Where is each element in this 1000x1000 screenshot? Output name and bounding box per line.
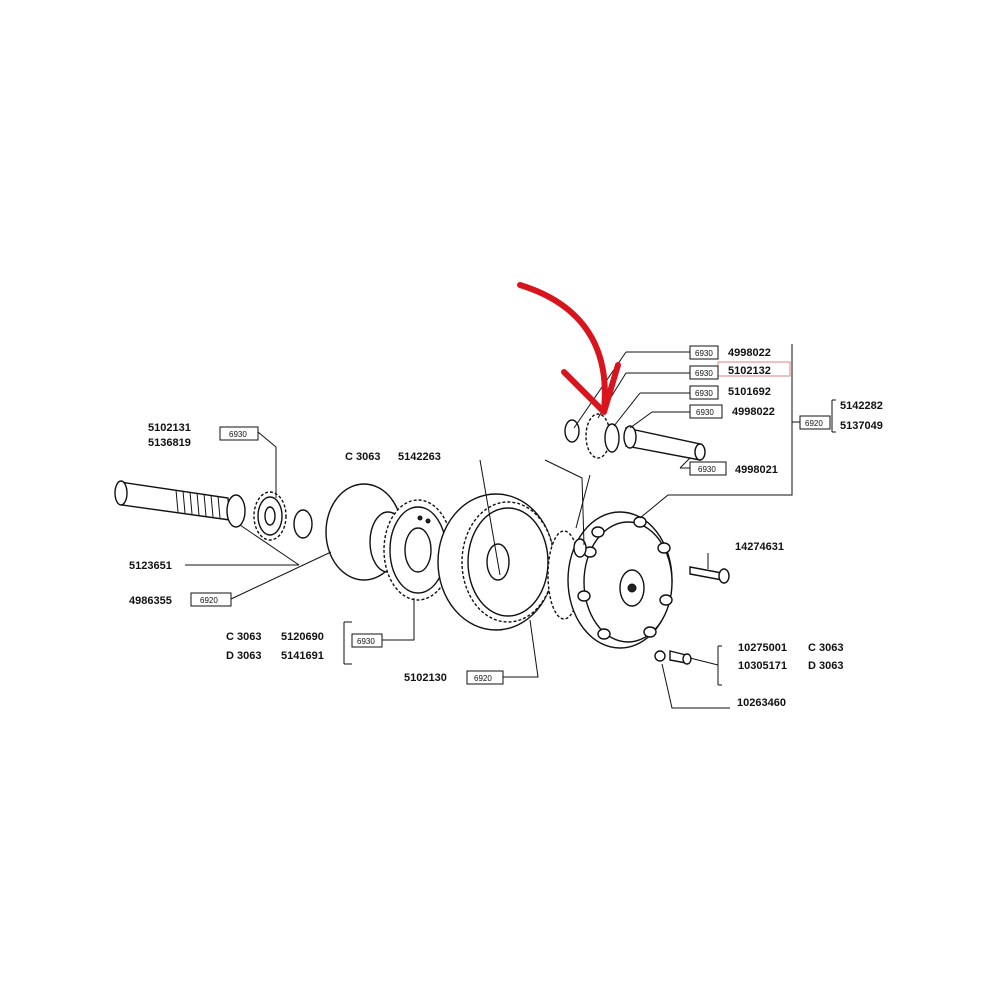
svg-text:6920: 6920 [200,596,218,605]
code-box-6: 6930 [689,365,719,380]
code-box-4: 6920 [466,670,504,685]
svg-text:6930: 6930 [695,349,713,358]
code-box-1: 6930 [219,426,259,441]
code-box-7: 6930 [689,385,719,400]
label-d3063-right: D 3063 [808,660,843,672]
svg-text:6920: 6920 [474,674,492,683]
highlight-arrow [517,282,621,415]
code-box-3: 6930 [351,633,383,648]
screw-and-washer [654,650,692,665]
svg-text:6920: 6920 [805,419,823,428]
label-5136819: 5136819 [148,437,191,449]
label-5141691: 5141691 [281,650,324,662]
code-box-2: 6920 [190,592,232,607]
label-5142263: 5142263 [398,451,441,463]
splined-shaft [114,480,231,521]
svg-text:6930: 6930 [229,430,247,439]
small-gear [253,491,287,541]
label-4998022-a: 4998022 [728,347,771,359]
svg-text:6930: 6930 [357,637,375,646]
svg-text:6930: 6930 [695,389,713,398]
planet-carrier-hub [547,511,673,649]
label-5101692: 5101692 [728,386,771,398]
label-4986355: 4986355 [129,595,172,607]
label-10263460: 10263460 [737,697,786,709]
label-d3063-mid: D 3063 [226,650,261,662]
label-5102131: 5102131 [148,422,191,434]
svg-text:6930: 6930 [698,465,716,474]
label-5102132: 5102132 [728,365,771,377]
label-c3063-top: C 3063 [345,451,380,463]
label-5123651: 5123651 [129,560,172,572]
label-5120690: 5120690 [281,631,324,643]
snap-ring-left [226,494,246,528]
label-c3063-right: C 3063 [808,642,843,654]
code-box-10: 6920 [799,415,831,430]
leader-lines [185,344,836,709]
label-10275001: 10275001 [738,642,787,654]
label-4998022-b: 4998022 [732,406,775,418]
ring-gear-drum [437,493,555,631]
bolt [689,566,730,584]
label-4998021: 4998021 [735,464,778,476]
sun-gear-carrier [369,499,453,601]
planet-gear-assembly [564,413,706,461]
label-14274631: 14274631 [735,541,784,553]
svg-text:6930: 6930 [695,369,713,378]
snap-ring-right [293,509,313,539]
code-box-9: 6930 [689,461,727,476]
label-5142282: 5142282 [840,400,883,412]
label-5137049: 5137049 [840,420,883,432]
label-10305171: 10305171 [738,660,787,672]
label-5102130: 5102130 [404,672,447,684]
svg-text:6930: 6930 [696,408,714,417]
code-box-8: 6930 [689,404,723,419]
label-c3063-mid: C 3063 [226,631,261,643]
code-box-5: 6930 [689,345,719,360]
